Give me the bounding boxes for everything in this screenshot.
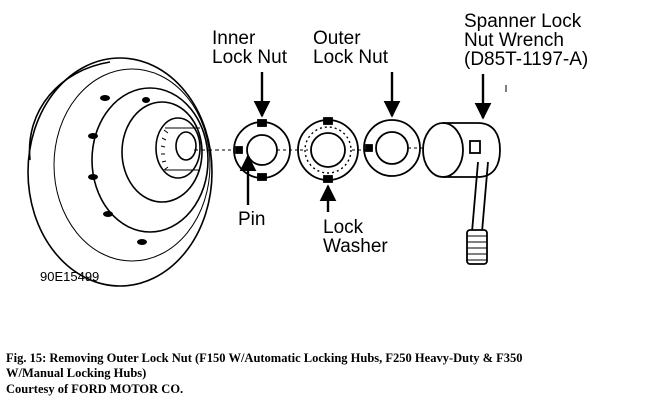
hub-rotor	[27, 57, 222, 287]
lock-washer	[297, 117, 366, 183]
spanner-wrench	[422, 122, 501, 265]
label-lock-washer: Lock Washer	[323, 217, 388, 257]
label-pin: Pin	[238, 209, 266, 230]
caption-credit: Courtesy of FORD MOTOR CO.	[6, 382, 184, 396]
hub-exploded-diagram	[27, 57, 507, 287]
callout-arrows	[239, 72, 492, 212]
caption-line-2: W/Manual Locking Hubs)	[6, 366, 147, 380]
figure-code: 90E15499	[40, 269, 100, 284]
inner-lock-nut	[222, 119, 298, 181]
label-wrench: Spanner Lock Nut Wrench (D85T-1197-A)	[464, 11, 589, 70]
outer-lock-nut	[363, 119, 424, 177]
caption-line-1: Fig. 15: Removing Outer Lock Nut (F150 W…	[6, 351, 523, 365]
label-outer-lock-nut: Outer Lock Nut	[313, 28, 388, 68]
wheel-studs	[88, 95, 150, 245]
label-inner-lock-nut: Inner Lock Nut	[212, 28, 287, 68]
